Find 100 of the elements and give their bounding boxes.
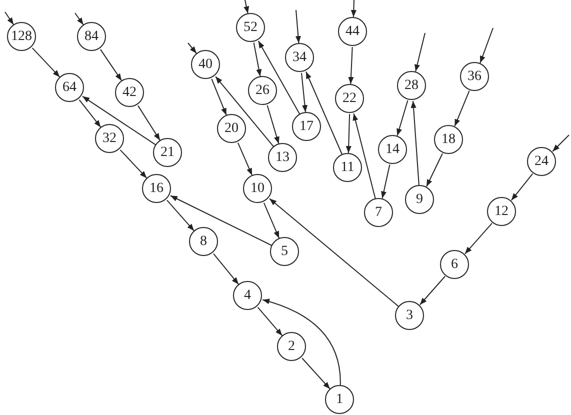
arrow <box>346 114 352 154</box>
node-number: 32 <box>102 130 116 146</box>
number-circle <box>191 50 220 79</box>
number-circle <box>7 22 36 51</box>
arrow <box>215 76 274 147</box>
node-number: 18 <box>442 132 456 148</box>
arrow <box>100 48 122 82</box>
arrow <box>166 200 195 232</box>
number-circle <box>217 114 246 143</box>
number-circle <box>527 147 556 176</box>
arrow <box>188 42 197 54</box>
arrow <box>82 96 156 146</box>
node-number: 28 <box>404 78 418 94</box>
arrow <box>32 47 60 78</box>
node-number: 5 <box>281 244 288 260</box>
node-number: 7 <box>375 204 382 220</box>
arrow <box>258 40 300 114</box>
node-number: 34 <box>292 50 306 66</box>
arrow <box>257 306 283 336</box>
node-number: 22 <box>342 90 356 106</box>
number-circle <box>487 197 516 226</box>
node-number: 20 <box>224 120 238 136</box>
number-circle <box>233 281 262 310</box>
node-number: 14 <box>386 142 400 158</box>
arrow <box>74 12 84 26</box>
number-circle <box>338 17 367 46</box>
node-number: 42 <box>122 84 136 100</box>
arrow <box>302 358 330 390</box>
node-number: 17 <box>300 118 314 134</box>
number-circle <box>440 250 469 279</box>
arrow <box>510 173 534 201</box>
node-number: 4 <box>244 288 251 304</box>
number-circle <box>285 43 314 72</box>
number-circle <box>405 185 434 214</box>
number-circle <box>364 198 393 227</box>
node-number: 24 <box>534 154 548 170</box>
arrow <box>396 100 408 136</box>
number-circle <box>115 78 144 107</box>
number-circle <box>335 84 364 113</box>
arrow <box>244 0 250 14</box>
number-circle <box>333 153 362 182</box>
arrow <box>211 78 227 116</box>
arrow <box>414 32 426 72</box>
number-circle <box>268 143 297 172</box>
arrow <box>348 46 354 85</box>
arrow <box>269 198 399 307</box>
arrow <box>306 71 342 155</box>
node-number: 2 <box>288 338 295 354</box>
number-circle <box>189 227 218 256</box>
number-circle <box>77 22 106 51</box>
node-number: 12 <box>494 204 508 220</box>
node-number: 11 <box>340 160 354 176</box>
node-number: 84 <box>84 28 98 44</box>
node-number: 21 <box>160 144 174 160</box>
arrow <box>419 276 446 306</box>
arrow <box>552 134 570 152</box>
arrow <box>464 222 493 254</box>
number-circle <box>325 385 354 414</box>
arrow <box>212 253 240 285</box>
number-circle <box>292 112 321 141</box>
arrow <box>350 0 356 18</box>
arrow <box>170 195 272 246</box>
node-number: 26 <box>256 82 270 98</box>
arrow <box>78 99 102 128</box>
arrow <box>454 90 470 127</box>
number-circle <box>395 301 424 330</box>
node-number: 36 <box>468 68 482 84</box>
node-number: 64 <box>62 80 76 96</box>
number-circle <box>248 76 277 105</box>
arrow <box>253 42 262 77</box>
arrow <box>237 142 253 176</box>
node-number: 40 <box>198 56 212 72</box>
node-number: 1 <box>336 392 343 408</box>
arrow <box>120 149 148 179</box>
arrow <box>352 113 376 199</box>
node-number: 6 <box>451 256 458 272</box>
node-number: 8 <box>200 234 207 250</box>
node-number: 16 <box>150 180 164 196</box>
arrow <box>381 164 390 199</box>
node-number: 52 <box>244 20 258 36</box>
node-number: 44 <box>346 24 360 40</box>
node-number: 9 <box>416 192 423 208</box>
number-circle <box>153 138 182 167</box>
number-circle <box>378 135 407 164</box>
number-circle <box>277 332 306 361</box>
arrow <box>138 105 160 141</box>
node-number: 128 <box>11 28 32 44</box>
arrow <box>410 100 420 186</box>
node-number: 10 <box>250 180 264 196</box>
number-circle <box>142 174 171 203</box>
arrow <box>480 28 494 64</box>
number-circle <box>460 62 489 91</box>
number-circle <box>236 13 265 42</box>
node-number: 13 <box>276 150 290 166</box>
number-circle <box>270 237 299 266</box>
number-circle <box>55 73 84 102</box>
arrow <box>266 104 280 144</box>
arrow <box>295 10 301 44</box>
arrow <box>4 12 14 26</box>
arrow <box>426 153 443 187</box>
